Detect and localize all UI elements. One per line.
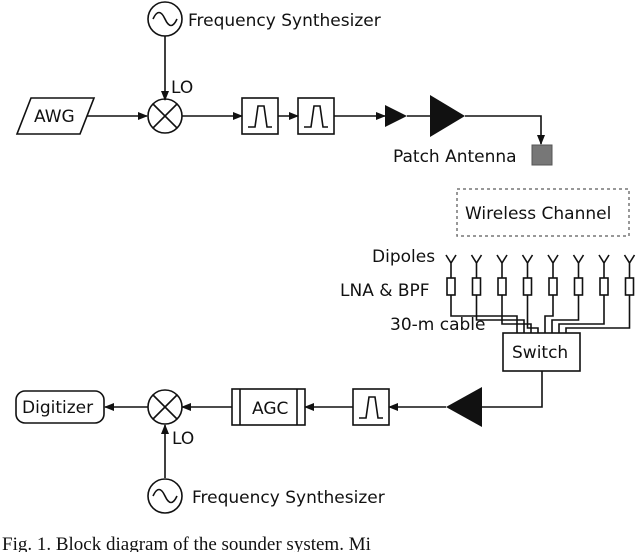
mixer-top [147, 98, 183, 134]
bandpass-icon [304, 105, 328, 128]
bandpass-filter-1 [241, 97, 279, 135]
dipole-antenna-icon [470, 254, 483, 278]
agc-block: AGC [231, 388, 306, 426]
dipole-antenna-icon [572, 254, 585, 278]
dipoles-label: Dipoles [372, 247, 435, 267]
dipole-antenna-icon [496, 254, 508, 278]
lna-bpf-module [497, 277, 507, 296]
bandpass-filter-2 [297, 97, 335, 135]
dipole-antenna-icon [623, 254, 636, 278]
lna-bpf-module [624, 277, 635, 296]
agc-label: AGC [252, 399, 288, 419]
awg-block: AWG [15, 97, 96, 135]
cable-line [544, 295, 554, 333]
tx-chain: Frequency Synthesizer LO AWG [15, 1, 553, 167]
synthesizer-bottom: Frequency Synthesizer [147, 478, 385, 514]
cable-line [475, 295, 525, 333]
dipole-antenna-icon [598, 254, 610, 278]
cable-line [565, 295, 631, 333]
synthesizer-top: Frequency Synthesizer [147, 1, 381, 37]
figure-caption: Fig. 1. Block diagram of the sounder sys… [2, 534, 371, 552]
lna-bpf-module [599, 277, 609, 296]
rx-array: Dipoles LNA & BPF 30-m cable Switch [340, 247, 636, 408]
receive-amplifier-icon [446, 387, 482, 427]
cable-line [526, 295, 539, 333]
synthesizer-top-label: Frequency Synthesizer [188, 11, 381, 31]
cable-line [551, 295, 580, 333]
dipole-antenna-icon [521, 254, 534, 278]
wireless-channel-label: Wireless Channel [465, 204, 611, 224]
switch-to-amp-line [482, 371, 543, 408]
bandpass-filter-rx [352, 388, 390, 426]
large-amplifier-icon [430, 95, 465, 137]
synthesizer-bottom-label: Frequency Synthesizer [192, 488, 385, 508]
awg-label: AWG [34, 107, 75, 127]
switch-label: Switch [512, 343, 568, 363]
lo-bottom-label: LO [172, 429, 194, 449]
lna-bpf-label: LNA & BPF [340, 281, 430, 301]
dipole-antenna-icon [547, 254, 559, 278]
wireless-channel-box [456, 188, 630, 237]
amp-to-antenna-line [465, 115, 545, 145]
digitizer-label: Digitizer [22, 398, 93, 418]
bandpass-icon [248, 105, 272, 128]
lo-top-label: LO [171, 78, 193, 98]
sine-wave-icon [152, 11, 178, 27]
dipole-array [445, 254, 636, 333]
rx-chain: AGC Digitizer LO Frequency Synthesizer [15, 387, 482, 514]
lna-bpf-module [471, 277, 482, 296]
cable-label: 30-m cable [390, 315, 485, 335]
lna-bpf-module [573, 277, 584, 296]
lna-bpf-module [522, 277, 533, 296]
dipole-antenna-icon [445, 254, 457, 278]
lna-bpf-module [548, 277, 558, 296]
patch-antenna-icon [531, 144, 553, 166]
patch-antenna-label: Patch Antenna [393, 147, 517, 167]
lna-bpf-module [446, 277, 456, 296]
switch-block: Switch [502, 332, 581, 372]
bandpass-icon [359, 396, 383, 419]
small-amplifier-icon [385, 105, 407, 127]
mixer-bottom [147, 389, 183, 425]
cable-line [558, 295, 605, 333]
digitizer-block: Digitizer [15, 390, 105, 424]
wireless-channel: Wireless Channel [456, 188, 630, 237]
sine-source-icon [147, 478, 183, 514]
sine-wave-icon [152, 488, 178, 504]
